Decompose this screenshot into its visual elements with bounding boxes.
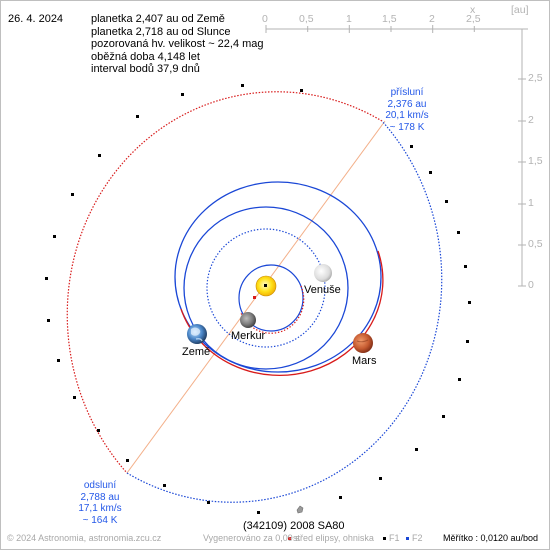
right-tick-label: 0	[528, 279, 534, 291]
copyright-text: © 2024 Astronomia, astronomia.zcu.cz	[7, 533, 162, 543]
earth-label: Země	[182, 346, 211, 358]
mercury-label: Merkur	[231, 330, 266, 342]
aphelion-title: odsluní	[83, 480, 117, 491]
right-tick-label: 0,5	[528, 238, 543, 250]
legend-f2-dot	[406, 537, 409, 540]
legend-center-dot	[288, 537, 291, 540]
asteroid-orbit-red-arc	[66, 91, 383, 474]
mars-label: Mars	[352, 355, 377, 367]
asteroid-point-markers	[45, 84, 471, 514]
asteroid-orbit	[66, 91, 443, 503]
top-tick-label: 1	[346, 13, 352, 25]
asteroid-icon	[296, 505, 304, 514]
perihelion-distance: 2,376 au	[387, 98, 427, 110]
perihelion-temp: ~ 178 K	[389, 121, 425, 133]
info-line-sun-distance: planetka 2,718 au od Slunce	[91, 25, 231, 38]
right-tick-label: 1,5	[528, 155, 543, 167]
right-scale-axis	[518, 29, 526, 287]
legend-f1-dot	[383, 537, 386, 540]
aphelion-note: odsluní 2,788 au 17,1 km/s ~ 164 K	[77, 480, 123, 526]
top-tick-label: 2,5	[466, 13, 481, 25]
venus-orbit	[206, 228, 326, 348]
axis-x-label: x	[470, 4, 476, 16]
aphelion-distance: 2,788 au	[80, 491, 120, 503]
perihelion-note: přísluní 2,376 au 20,1 km/s ~ 178 K	[381, 87, 433, 133]
mercury-icon	[240, 312, 256, 328]
top-scale-axis	[265, 25, 528, 33]
top-tick-label: 0,5	[299, 13, 314, 25]
right-tick-label: 2	[528, 114, 534, 126]
asteroid-orbit-blue-arc	[126, 120, 443, 503]
right-tick-label: 2,5	[528, 72, 543, 84]
earth-orbit	[183, 206, 349, 370]
legend-f2-label: F2	[412, 533, 423, 543]
date-label: 26. 4. 2024	[8, 13, 64, 25]
top-tick-label: 0	[262, 13, 268, 25]
legend-center-label: střed elipsy, ohniska	[293, 533, 374, 543]
info-line-period: oběžná doba 4,148 let	[91, 50, 200, 63]
render-time-text: Vygenerováno za 0,09 s	[203, 533, 300, 543]
legend-f1-label: F1	[389, 533, 400, 543]
aphelion-speed: 17,1 km/s	[78, 503, 122, 514]
mars-orbit	[174, 181, 384, 376]
scale-note: Měřítko : 0,0120 au/bod	[443, 533, 539, 543]
info-line-earth-distance: planetka 2,407 au od Země	[91, 13, 225, 25]
ellipse-center-marker	[253, 296, 256, 299]
sun-icon	[255, 275, 277, 297]
top-tick-label: 1,5	[382, 13, 397, 25]
info-line-interval: interval bodů 37,9 dnů	[91, 63, 200, 75]
perihelion-title: přísluní	[390, 87, 424, 98]
earth-icon	[187, 324, 207, 344]
venus-label: Venuše	[304, 284, 341, 296]
asteroid-info: planetka 2,407 au od Země planetka 2,718…	[91, 13, 264, 76]
aphelion-temp: ~ 164 K	[82, 514, 118, 526]
axis-unit-label: [au]	[511, 4, 529, 16]
mars-icon	[353, 333, 373, 353]
info-line-magnitude: pozorovaná hv. velikost ~ 22,4 mag	[91, 38, 264, 50]
right-tick-label: 1	[528, 197, 534, 209]
venus-icon	[314, 264, 332, 282]
perihelion-speed: 20,1 km/s	[385, 110, 429, 121]
top-tick-label: 2	[429, 13, 435, 25]
asteroid-name-label: (342109) 2008 SA80	[243, 520, 345, 532]
